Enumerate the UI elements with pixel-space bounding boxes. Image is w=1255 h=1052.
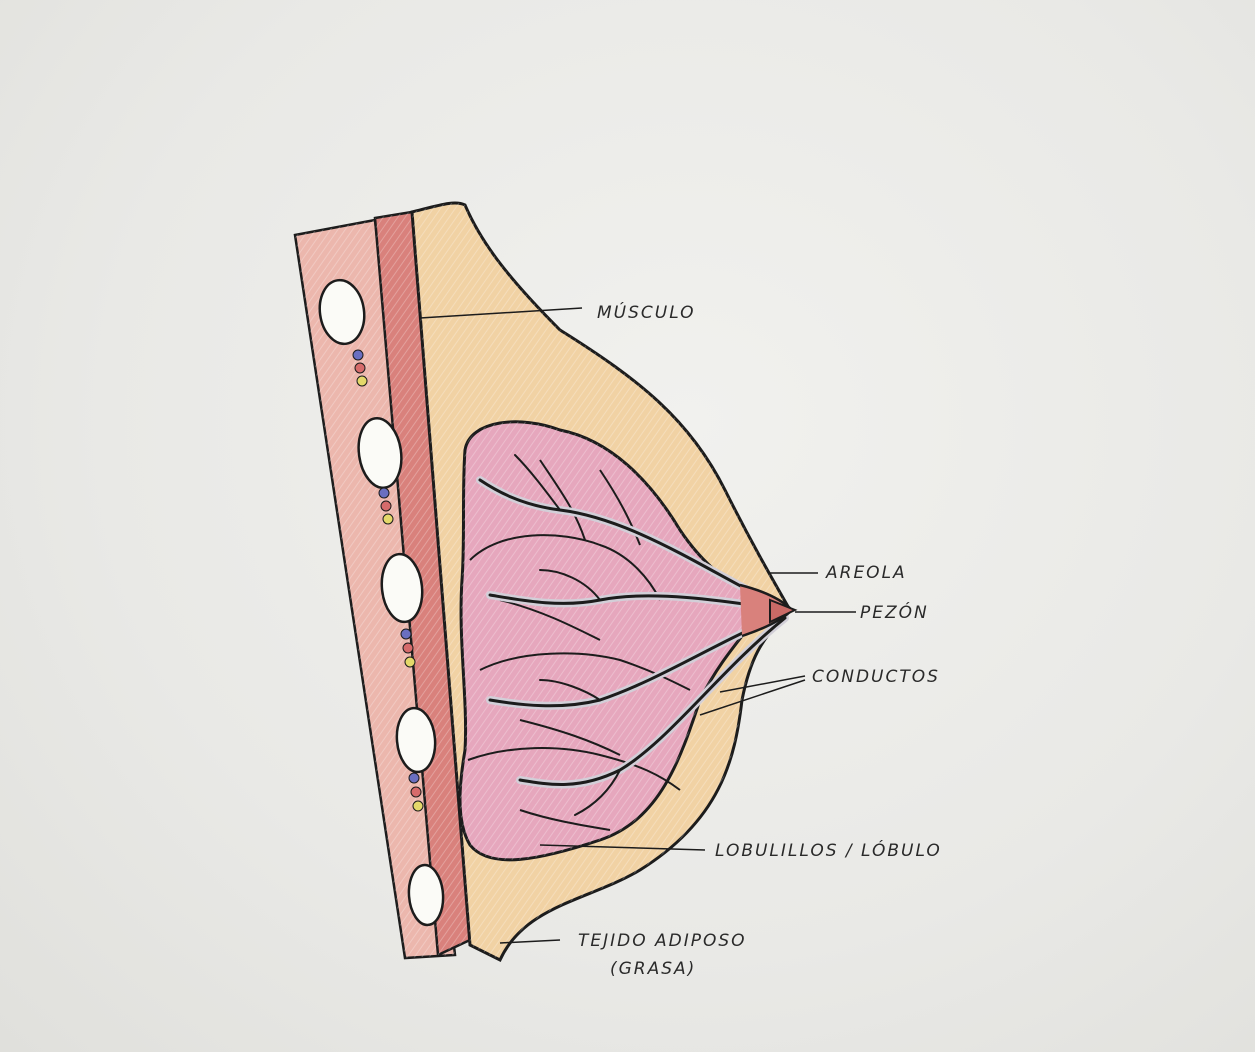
label-tejido-adiposo: TEJIDO ADIPOSO (578, 931, 747, 951)
label-grasa: (GRASA) (610, 959, 696, 979)
label-conductos: CONDUCTOS (812, 667, 940, 687)
label-lobulillos: LOBULILLOS / LÓBULO (715, 839, 942, 861)
label-musculo: MÚSCULO (597, 301, 696, 323)
label-areola: AREOLA (825, 563, 907, 583)
label-pezon: PEZÓN (860, 601, 929, 623)
